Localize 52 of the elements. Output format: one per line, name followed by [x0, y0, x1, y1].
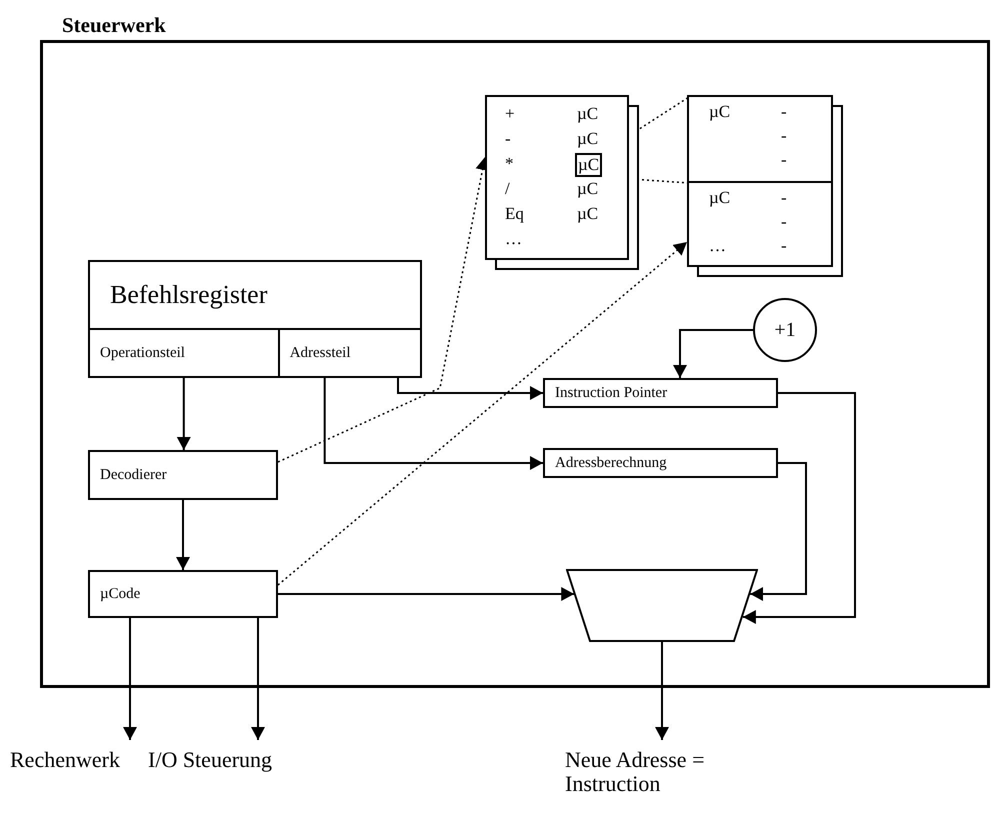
opcode-table-document	[485, 95, 629, 260]
arrow	[673, 329, 753, 378]
arrow	[742, 392, 856, 624]
box-label: µCode	[100, 586, 140, 602]
arrow	[324, 376, 543, 470]
table-entry: -	[781, 211, 788, 233]
box-label: Decodierer	[100, 466, 167, 484]
arrow	[123, 618, 137, 740]
box-label: Instruction Pointer	[555, 384, 668, 402]
arrow	[176, 500, 190, 570]
register-box	[88, 260, 422, 378]
table-entry: Eq	[505, 203, 525, 225]
frame-title: Steuerwerk	[61, 12, 167, 39]
table-entry: …	[505, 228, 523, 250]
output-label: Rechenwerk	[10, 740, 140, 772]
table-entry: µC	[577, 103, 600, 125]
table-entry: /	[505, 178, 511, 200]
multiplexer-trapezoid	[566, 569, 758, 642]
table-entry: +	[505, 103, 516, 125]
arrow	[397, 376, 543, 400]
table-entry: µC	[709, 187, 732, 209]
table-entry: -	[781, 125, 788, 147]
table-entry: -	[781, 235, 788, 257]
table-entry: µC	[577, 178, 600, 200]
output-label: Neue Adresse = Instruction	[565, 740, 765, 796]
microcode-document	[687, 95, 833, 267]
arrow	[278, 587, 574, 601]
output-label: I/O Steuerung	[148, 740, 308, 772]
table-entry: -	[505, 128, 512, 150]
highlighted-entry: µC	[575, 153, 602, 177]
register-field: Operationsteil	[90, 330, 278, 376]
register-title: Befehlsregister	[90, 262, 420, 330]
table-entry: *	[505, 153, 514, 175]
table-entry: -	[781, 101, 788, 123]
process-box	[543, 378, 778, 408]
arrow	[176, 376, 191, 450]
arrow	[278, 241, 688, 586]
table-entry: µC	[577, 128, 600, 150]
table-entry: µC	[709, 101, 732, 123]
process-box	[88, 570, 278, 618]
arrow	[251, 618, 265, 740]
process-box	[543, 448, 778, 478]
table-entry: -	[781, 187, 788, 209]
table-entry: µC	[577, 203, 600, 225]
arrow	[655, 642, 669, 740]
increment-label: +1	[774, 318, 796, 342]
table-entry: …	[709, 235, 727, 257]
box-label: Adressberechnung	[555, 454, 667, 472]
register-field: Adressteil	[278, 330, 420, 376]
arrow	[750, 462, 807, 601]
table-entry: -	[781, 149, 788, 171]
process-box	[88, 450, 278, 500]
